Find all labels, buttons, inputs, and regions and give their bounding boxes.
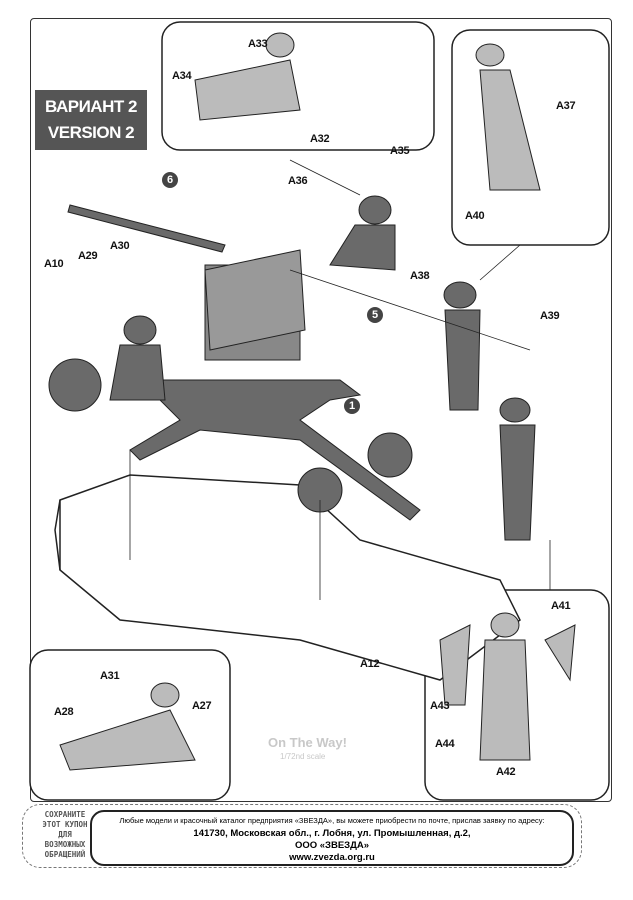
- coupon-note-line: ЭТОТ КУПОН: [42, 820, 88, 829]
- part-label: A38: [410, 270, 430, 282]
- part-label: A42: [496, 766, 516, 778]
- part-label: A28: [54, 706, 74, 718]
- part-label: A40: [465, 210, 485, 222]
- part-label: A41: [551, 600, 571, 612]
- part-label: A10: [44, 258, 64, 270]
- part-label: A27: [192, 700, 212, 712]
- coupon-address-box: Любые модели и красочный каталог предпри…: [90, 810, 574, 866]
- watermark-title: On The Way!: [268, 735, 347, 750]
- variant-label-en: VERSION 2: [47, 123, 135, 142]
- gun-barrel: [67, 204, 226, 253]
- coupon-note-line: ВОЗМОЖНЫХ: [44, 840, 86, 849]
- part-label: A12: [360, 658, 380, 670]
- coupon-intro: Любые модели и красочный каталог предпри…: [119, 816, 545, 825]
- step-1-marker: 1: [344, 398, 360, 414]
- coupon-company: ООО «ЗВЕЗДА»: [294, 840, 370, 851]
- callout-top-center: [161, 21, 435, 151]
- coupon-address: 141730, Московская обл., г. Лобня, ул. П…: [193, 828, 471, 839]
- part-label: A37: [556, 100, 576, 112]
- part-label: A32: [310, 133, 330, 145]
- part-label: A44: [435, 738, 455, 750]
- watermark-scale: 1/72nd scale: [280, 752, 326, 761]
- wheel: [48, 358, 102, 412]
- part-label: A36: [288, 175, 308, 187]
- base-plate: [59, 474, 521, 681]
- instruction-frame: [30, 18, 612, 802]
- coupon-note-line: СОХРАНИТЕ: [44, 810, 86, 819]
- coupon-note-line: ОБРАЩЕНИЙ: [44, 850, 86, 859]
- part-label: A31: [100, 670, 120, 682]
- variant-label-ru: ВАРИАНТ 2: [45, 97, 137, 116]
- step-5-marker: 5: [367, 307, 383, 323]
- coupon-border: [22, 804, 582, 868]
- part-label: A30: [110, 240, 130, 252]
- part-label: A43: [430, 700, 450, 712]
- part-label: A29: [78, 250, 98, 262]
- step-6-marker: 6: [162, 172, 178, 188]
- part-label: A39: [540, 310, 560, 322]
- part-label: A33: [248, 38, 268, 50]
- coupon-note-line: ДЛЯ: [58, 830, 72, 839]
- wheel: [367, 432, 413, 478]
- part-label: A34: [172, 70, 192, 82]
- coupon-note: СОХРАНИТЕ ЭТОТ КУПОН ДЛЯ ВОЗМОЖНЫХ ОБРАЩ…: [30, 810, 100, 860]
- version-badge: ВАРИАНТ 2 VERSION 2: [35, 90, 147, 150]
- coupon-website[interactable]: www.zvezda.org.ru: [289, 852, 375, 863]
- part-label: A35: [390, 145, 410, 157]
